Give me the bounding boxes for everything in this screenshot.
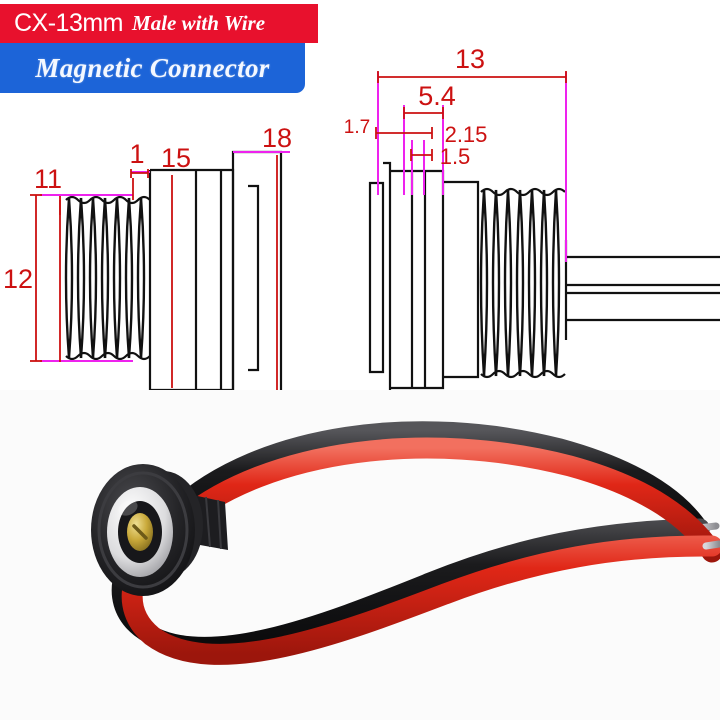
dimension-label-18: 18 [262,123,292,153]
left-thread-edges [65,195,151,361]
right-dimension-lines [375,71,567,161]
right-body-outline [390,169,445,390]
product-model-label: CX-13mm [14,9,124,37]
right-thread-edges [480,187,566,379]
right-wire-outlines [564,240,720,340]
dimension-label-5-4: 5.4 [418,81,456,111]
dimension-label-11: 11 [34,164,62,194]
right-flange-outline [368,161,392,397]
red-wire-lower [121,511,720,665]
left-view-group [30,150,290,407]
connector-highlight [118,500,138,516]
dimension-label-12: 12 [3,264,33,294]
left-thread-profile [64,197,146,359]
connector-groove [97,471,189,589]
right-barrel-outline [443,180,480,379]
dimension-label-13: 13 [455,44,485,74]
red-wire-tip [702,540,720,550]
red-header-banner: CX-13mm Male with Wire [0,4,318,43]
left-body-outline [148,168,235,392]
connector-pin-slot [132,524,148,540]
blue-header-banner: Magnetic Connector [0,43,305,93]
left-flange-outline [231,150,283,407]
left-dimension-lines [30,155,278,400]
dimension-label-15: 15 [161,143,191,173]
dimension-label-2-15: 2.15 [445,122,488,147]
dimension-label-1-5: 1.5 [440,144,471,169]
product-variant-label: Male with Wire [132,11,266,35]
right-extension-lines [377,72,567,262]
product-photo [0,390,720,720]
dimension-label-1-7: 1.7 [344,117,370,138]
dimension-label-1: 1 [129,139,144,169]
right-thread-profile [479,189,561,377]
red-wire-upper [169,437,720,563]
right-view-group [368,71,720,397]
product-category-label: Magnetic Connector [35,52,270,83]
